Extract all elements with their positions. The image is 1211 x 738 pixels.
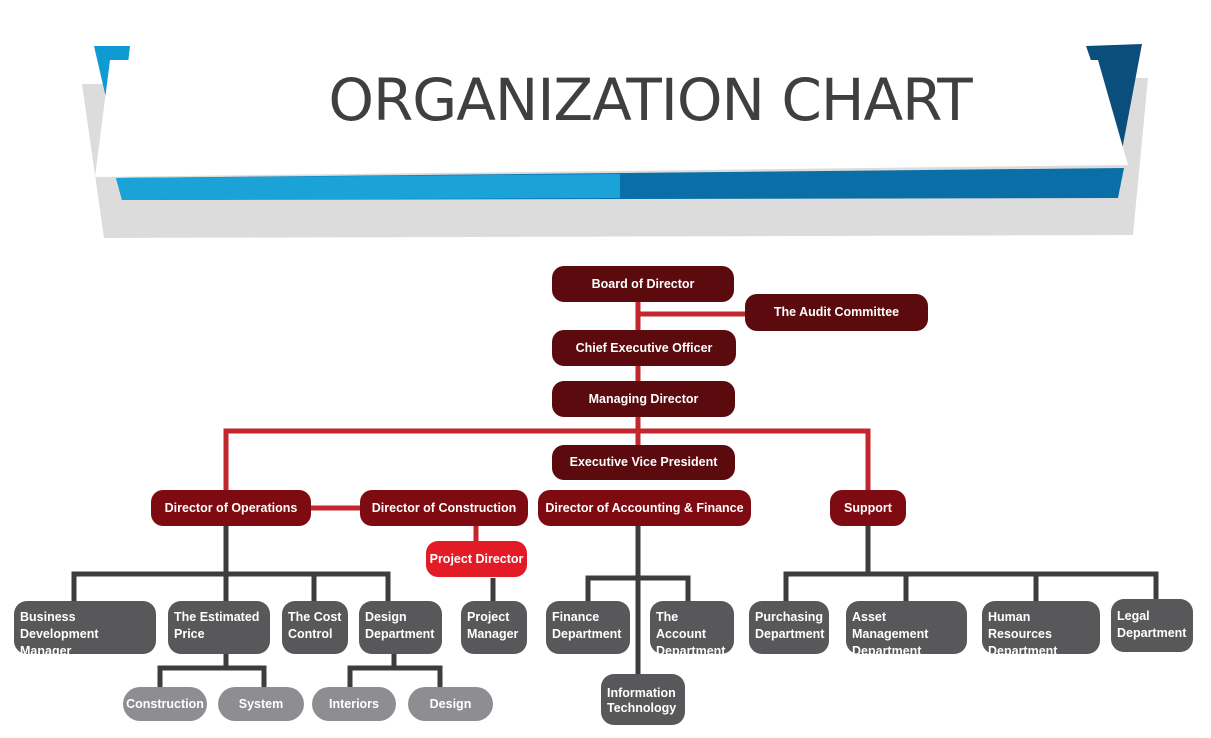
node-account-department: The Account Department — [650, 601, 734, 658]
node-asset-management-department: Asset Management Department — [846, 601, 967, 658]
banner-ribbon-highlight — [116, 174, 620, 200]
node-design-department: Design Department — [359, 601, 442, 654]
node-chief-executive-officer: Chief Executive Officer — [552, 330, 736, 366]
node-director-of-construction: Director of Construction — [360, 490, 528, 526]
node-board-of-director: Board of Director — [552, 266, 734, 302]
node-director-of-operations: Director of Operations — [151, 490, 311, 526]
node-information-technology: Information Technology — [601, 674, 685, 725]
banner-face — [95, 60, 1128, 177]
title-banner — [82, 44, 1148, 238]
node-support: Support — [830, 490, 906, 526]
node-construction: Construction — [123, 687, 207, 721]
node-system: System — [218, 687, 304, 721]
node-cost-control: The Cost Control — [282, 601, 348, 654]
node-finance-department: Finance Department — [546, 601, 630, 654]
node-managing-director: Managing Director — [552, 381, 735, 417]
node-audit-committee: The Audit Committee — [745, 294, 928, 331]
chart-title: ORGANIZATION CHART — [328, 66, 972, 134]
node-business-development-manager: Business Development Manager — [14, 601, 156, 658]
node-project-manager: Project Manager — [461, 601, 527, 654]
node-purchasing-department: Purchasing Department — [749, 601, 829, 654]
node-legal-department: Legal Department — [1111, 599, 1193, 652]
node-human-resources-department: Human Resources Department — [982, 601, 1100, 658]
node-director-of-accounting-finance: Director of Accounting & Finance — [538, 490, 751, 526]
node-project-director: Project Director — [426, 541, 527, 577]
node-estimated-price: The Estimated Price — [168, 601, 270, 654]
node-executive-vice-president: Executive Vice President — [552, 445, 735, 480]
node-interiors: Interiors — [312, 687, 396, 721]
node-design: Design — [408, 687, 493, 721]
